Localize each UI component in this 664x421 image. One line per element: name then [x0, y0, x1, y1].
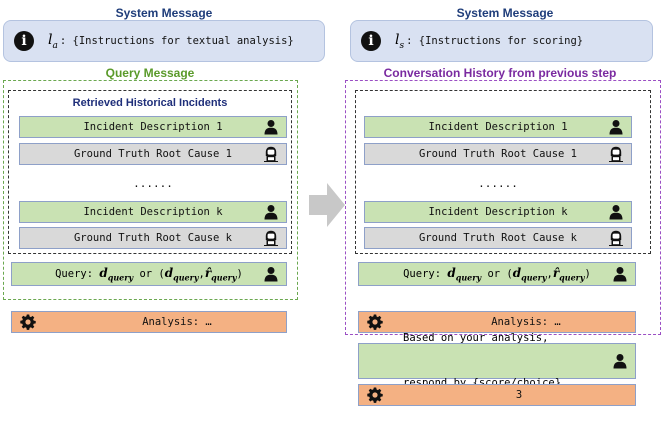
right-incident-description-1: Incident Description 1 [364, 116, 632, 138]
right-incident-k-label: Incident Description k [428, 206, 568, 218]
right-system-title: System Message [456, 6, 554, 20]
conversation-history-container [345, 80, 661, 335]
hacker-icon [263, 146, 279, 162]
right-system-message: i ls : {Instructions for scoring} [350, 20, 653, 62]
right-root-cause-1: Ground Truth Root Cause 1 [364, 143, 632, 165]
left-incident-k-label: Incident Description k [83, 206, 223, 218]
right-analysis-box: Analysis: … [358, 311, 636, 333]
scoring-instruction-symbol: ls [395, 31, 405, 51]
query-message-title: Query Message [105, 66, 195, 80]
retrieved-incidents-title: Retrieved Historical Incidents [72, 97, 228, 109]
right-root-cause-k-label: Ground Truth Root Cause k [418, 232, 578, 244]
retrieved-incidents-container [8, 90, 292, 254]
left-query-label: Query: dquery or (dquery,r̂query) [55, 265, 243, 283]
left-system-message: i la : {Instructions for textual analysi… [3, 20, 325, 62]
right-root-cause-1-label: Ground Truth Root Cause 1 [418, 148, 578, 160]
left-root-cause-k: Ground Truth Root Cause k [19, 227, 287, 249]
score-result-box: 3 [358, 384, 636, 406]
right-analysis-label: Analysis: … [491, 316, 561, 328]
person-icon [608, 119, 624, 135]
score-result-value: 3 [515, 389, 523, 401]
hacker-icon [608, 230, 624, 246]
right-retrieved-incidents-container [355, 90, 651, 254]
left-analysis-label: Analysis: … [142, 316, 212, 328]
scoring-prompt-line-1: Based on your analysis, [403, 332, 549, 344]
person-icon [612, 353, 628, 369]
left-root-cause-k-label: Ground Truth Root Cause k [73, 232, 233, 244]
left-system-text: : {Instructions for textual analysis} [59, 35, 294, 47]
left-incident-1-label: Incident Description 1 [83, 121, 223, 133]
right-query-box: Query: dquery or (dquery,r̂query) [358, 262, 636, 286]
left-analysis-box: Analysis: … [11, 311, 287, 333]
hacker-icon [263, 230, 279, 246]
left-root-cause-1-label: Ground Truth Root Cause 1 [73, 148, 233, 160]
right-incident-1-label: Incident Description 1 [428, 121, 568, 133]
left-system-title: System Message [115, 6, 213, 20]
analysis-instruction-symbol: la [48, 31, 58, 51]
person-icon [612, 266, 628, 282]
right-root-cause-k: Ground Truth Root Cause k [364, 227, 632, 249]
person-icon [608, 204, 624, 220]
hacker-icon [608, 146, 624, 162]
conversation-history-title: Conversation History from previous step [383, 66, 617, 80]
right-system-text: : {Instructions for scoring} [406, 35, 584, 47]
gear-icon [367, 387, 383, 403]
left-root-cause-1: Ground Truth Root Cause 1 [19, 143, 287, 165]
right-ellipsis: ...... [478, 177, 518, 190]
person-icon [263, 119, 279, 135]
left-query-box: Query: dquery or (dquery,r̂query) [11, 262, 287, 286]
left-incident-description-k: Incident Description k [19, 201, 287, 223]
arrow-right-icon [309, 183, 345, 227]
gear-icon [367, 314, 383, 330]
left-incident-description-1: Incident Description 1 [19, 116, 287, 138]
info-icon: i [14, 31, 34, 51]
left-ellipsis: ...... [133, 177, 173, 190]
right-query-label: Query: dquery or (dquery,r̂query) [403, 265, 591, 283]
right-incident-description-k: Incident Description k [364, 201, 632, 223]
info-icon: i [361, 31, 381, 51]
person-icon [263, 266, 279, 282]
scoring-prompt-box: Based on your analysis, respond by {scor… [358, 332, 636, 389]
person-icon [263, 204, 279, 220]
query-message-container [3, 80, 298, 300]
gear-icon [20, 314, 36, 330]
